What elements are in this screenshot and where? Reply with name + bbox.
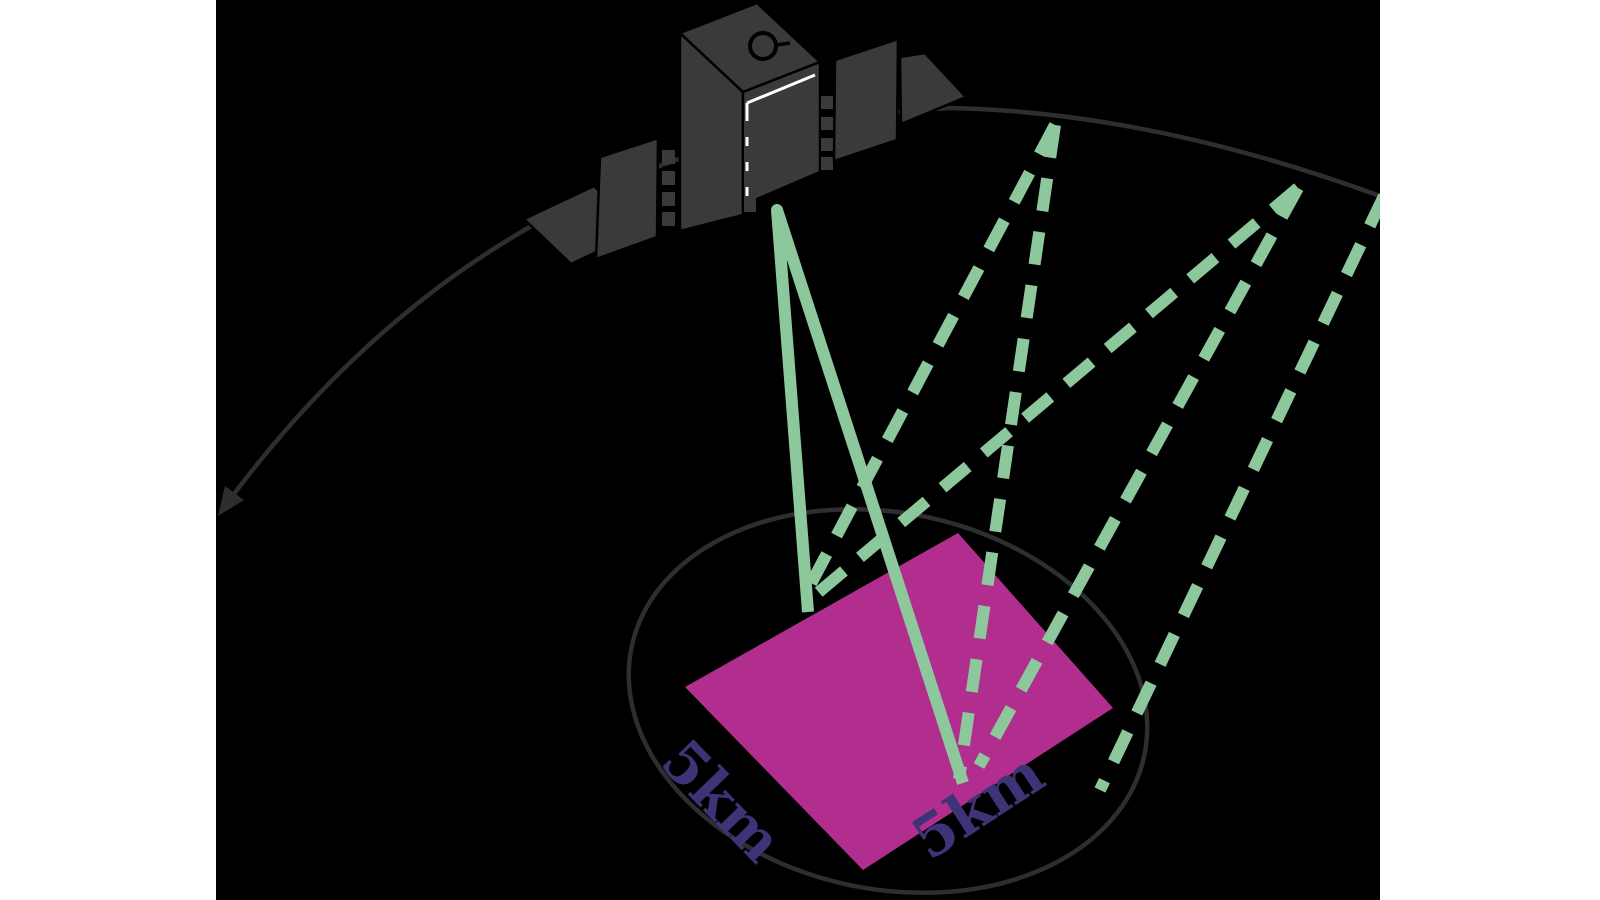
panel-hinge-right <box>821 96 833 170</box>
body-hinge-center <box>744 121 756 212</box>
antenna-ring-icon <box>748 31 778 61</box>
antenna-tick <box>775 41 791 47</box>
dashed-beam-1 <box>800 122 1061 596</box>
panel-hinge-left <box>662 150 675 226</box>
solar-panel-left-inner <box>594 136 660 261</box>
solar-panel-right-inner <box>832 37 900 163</box>
swath-square <box>685 533 1113 870</box>
dashed-beam-4 <box>973 185 1304 769</box>
satellite-swath-diagram: 5km 5km <box>218 1 1380 896</box>
dashed-beams <box>800 122 1380 793</box>
orbit-arrow-icon <box>218 486 244 516</box>
footprint-ellipse <box>626 506 1150 896</box>
diagram-figure: 5km 5km <box>216 0 1380 900</box>
dashed-beam-5 <box>1094 193 1380 793</box>
solar-panel-right-outer <box>898 51 969 126</box>
satellite-icon <box>521 1 969 266</box>
dashed-beam-2 <box>953 124 1061 780</box>
solid-beam-v <box>771 204 969 785</box>
